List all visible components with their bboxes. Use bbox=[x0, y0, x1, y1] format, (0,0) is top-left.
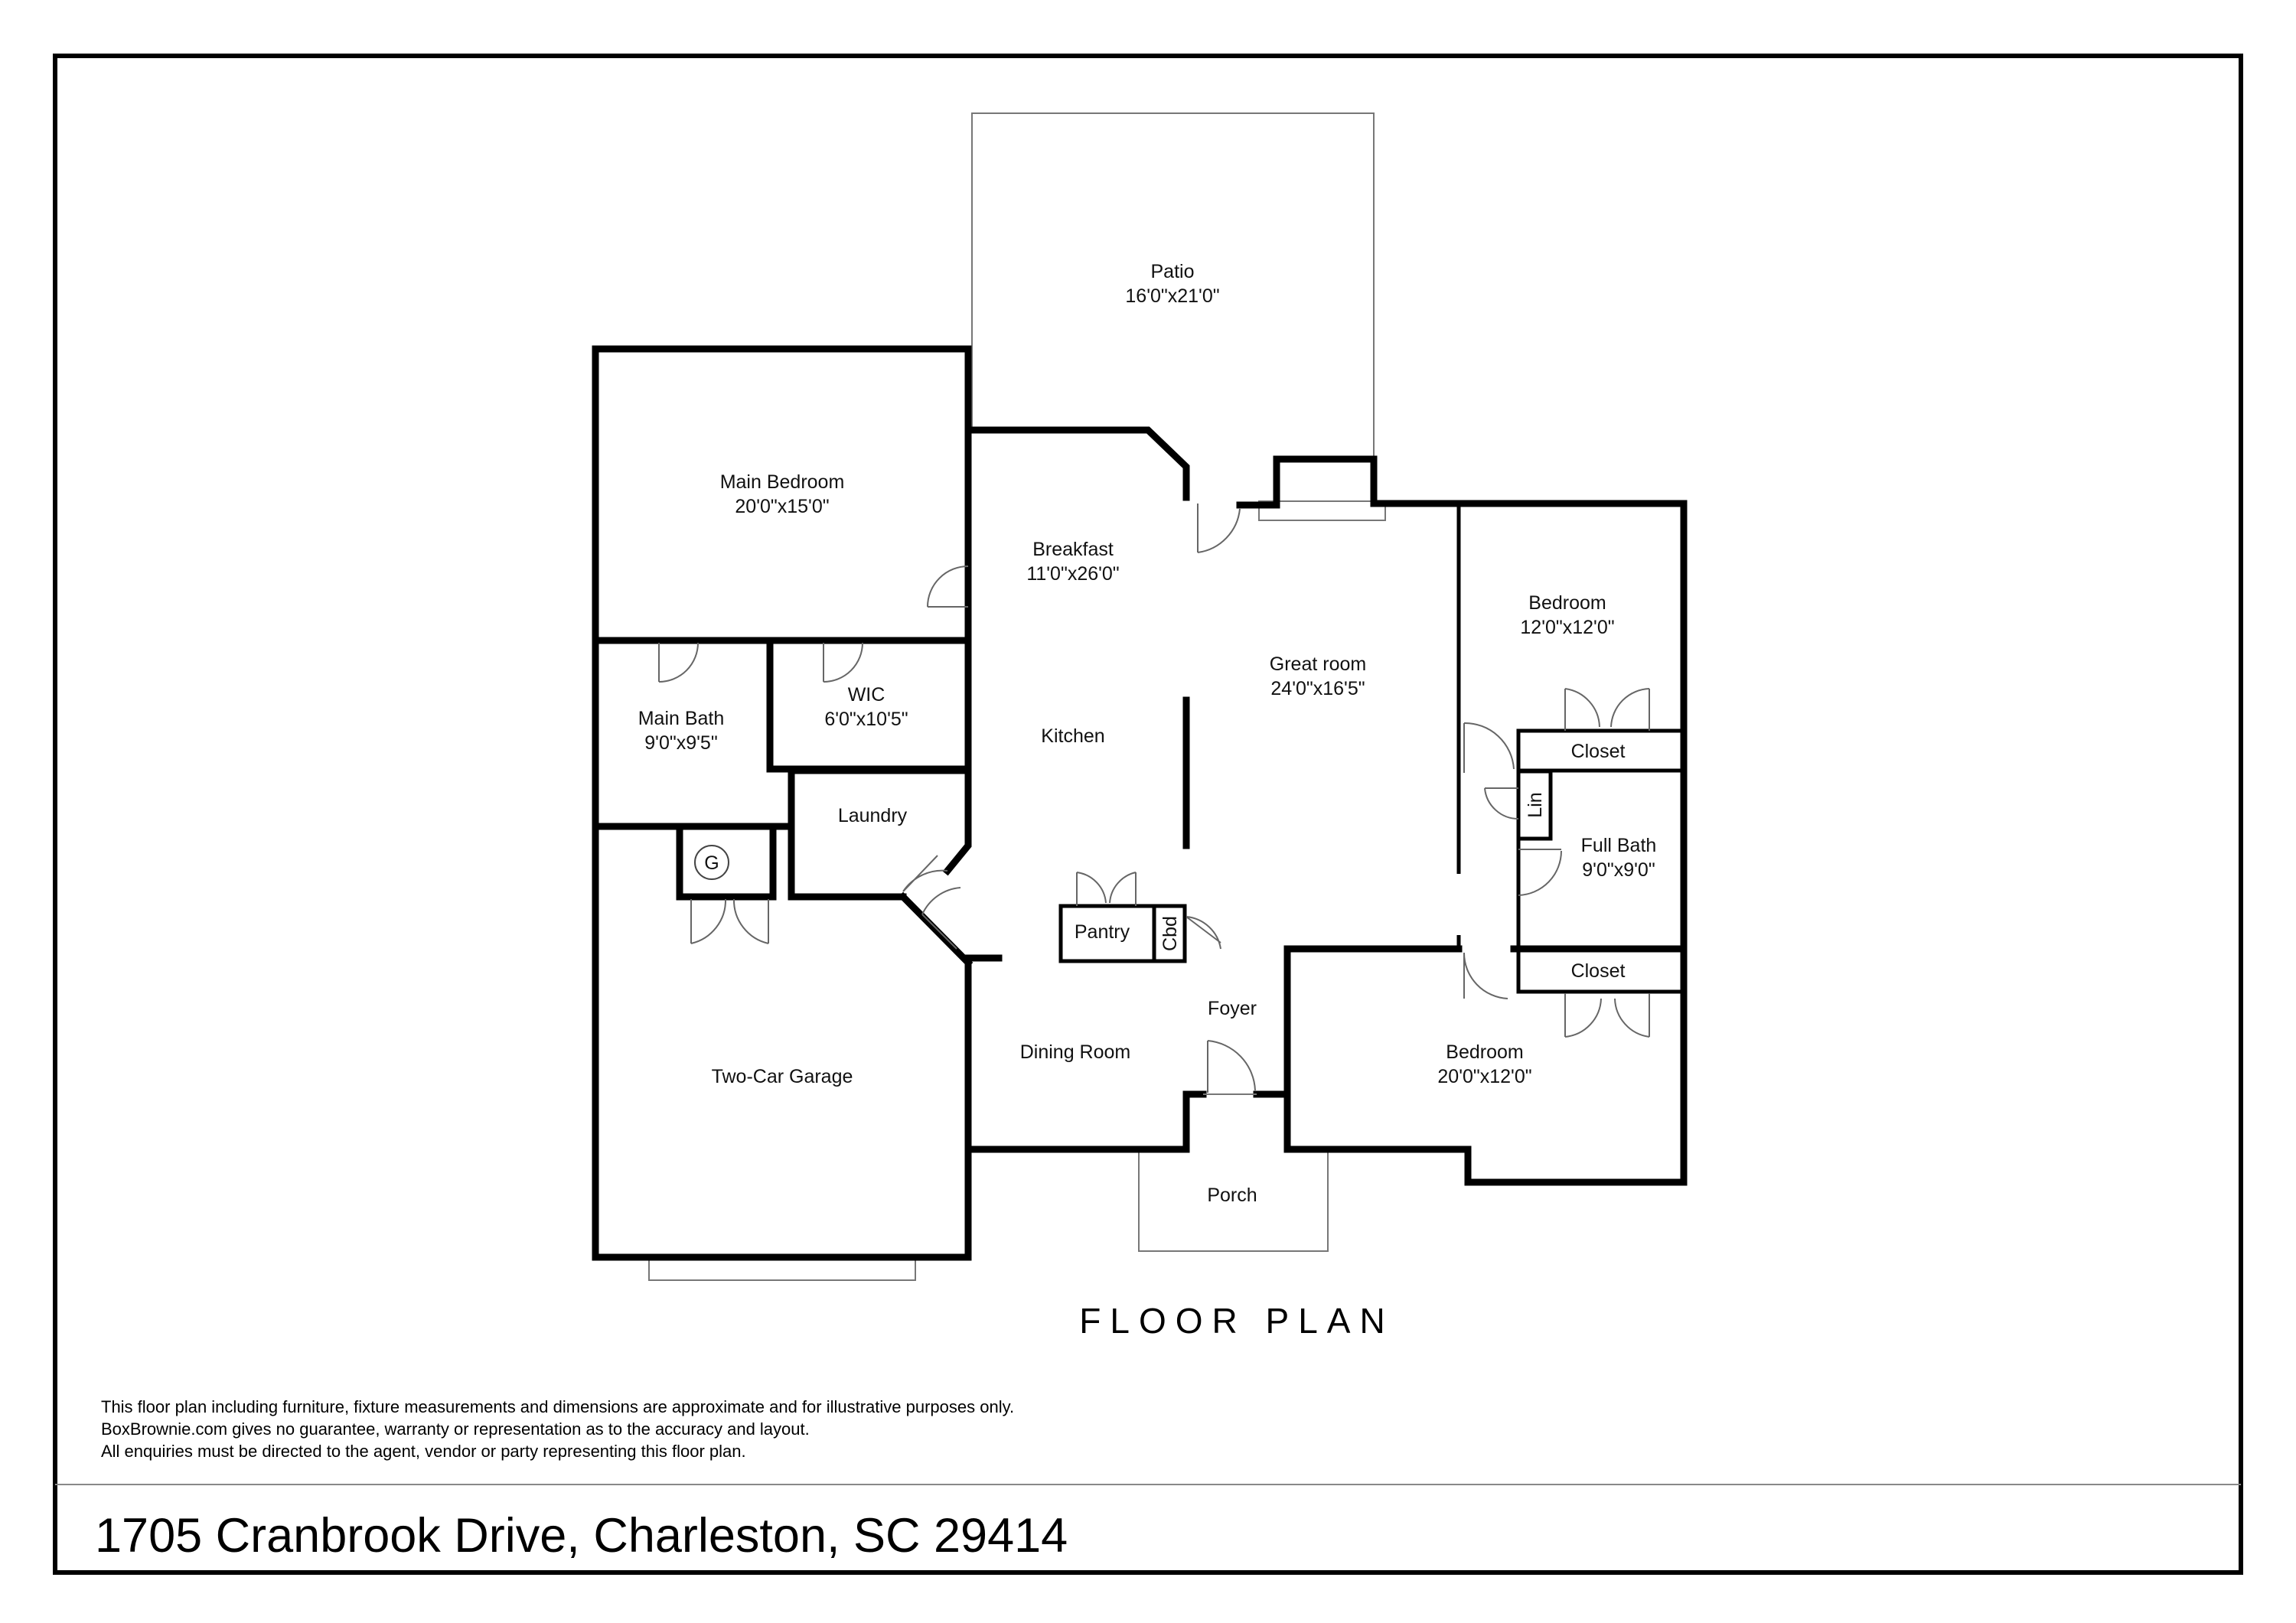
bedroom-2-walls bbox=[1283, 945, 1463, 1153]
cbd-walls bbox=[1152, 904, 1187, 963]
laundry-label: Laundry bbox=[838, 805, 908, 826]
dining-south-wall bbox=[964, 1094, 1190, 1153]
garage-diagonal-wall bbox=[898, 891, 974, 968]
water-heater-symbol bbox=[694, 845, 729, 880]
garage-walls bbox=[592, 823, 972, 1261]
pantry-label: Pantry bbox=[1075, 921, 1130, 943]
patio-outline bbox=[971, 112, 1375, 459]
main-bedroom-dims: 20'0"x15'0" bbox=[735, 496, 829, 517]
wic-dims: 6'0"x10'5" bbox=[824, 709, 908, 730]
porch-outline bbox=[1138, 1149, 1329, 1252]
property-address: 1705 Cranbrook Drive, Charleston, SC 294… bbox=[95, 1509, 1068, 1563]
full-bath-dims: 9'0"x9'0" bbox=[1582, 859, 1655, 881]
bedroom-2-label: Bedroom bbox=[1446, 1041, 1523, 1063]
water-heater-label: G bbox=[704, 852, 719, 874]
closet-2-label: Closet bbox=[1571, 960, 1626, 982]
main-bedroom-label: Main Bedroom bbox=[720, 471, 845, 493]
water-heater-closet bbox=[676, 826, 777, 901]
breakfast-dims: 11'0"x26'0" bbox=[1026, 563, 1119, 585]
bedroom-1-label: Bedroom bbox=[1528, 592, 1606, 614]
patio-dims: 16'0"x21'0" bbox=[1125, 285, 1219, 307]
page-border bbox=[53, 54, 2243, 1575]
main-bath-label: Main Bath bbox=[638, 708, 725, 729]
great-room-label: Great room bbox=[1270, 653, 1366, 675]
lin-walls bbox=[1516, 769, 1553, 841]
closet-1-walls bbox=[1516, 728, 1686, 773]
garage-label: Two-Car Garage bbox=[712, 1066, 853, 1087]
kitchen-west-wall bbox=[942, 426, 972, 876]
wic-label: WIC bbox=[848, 684, 885, 706]
lin-label: Lin bbox=[1525, 792, 1546, 817]
porch-label: Porch bbox=[1207, 1185, 1257, 1206]
foyer-label: Foyer bbox=[1208, 998, 1257, 1019]
main-bath-dims: 9'0"x9'5" bbox=[644, 732, 717, 754]
full-bath-label: Full Bath bbox=[1581, 835, 1657, 856]
main-bedroom-walls bbox=[592, 345, 972, 645]
bedroom-1-dims: 12'0"x12'0" bbox=[1520, 617, 1614, 638]
patio-label: Patio bbox=[1151, 261, 1195, 282]
doors bbox=[658, 504, 1650, 1093]
breakfast-north-wall bbox=[964, 426, 1190, 501]
breakfast-label: Breakfast bbox=[1032, 539, 1114, 560]
plan-title: FLOOR PLAN bbox=[1079, 1301, 1394, 1341]
kitchen-label: Kitchen bbox=[1041, 725, 1104, 747]
bedroom-2-south-wall bbox=[1283, 1146, 1688, 1186]
bumpout-wall bbox=[1236, 455, 1378, 509]
dining-room-label: Dining Room bbox=[1020, 1041, 1131, 1063]
disclaimer-line-2: BoxBrownie.com gives no guarantee, warra… bbox=[101, 1419, 810, 1439]
patio-door-sill bbox=[1258, 500, 1386, 521]
closet-2-walls bbox=[1516, 947, 1686, 994]
cbd-label: Cbd bbox=[1159, 916, 1181, 951]
bedroom-2-dims: 20'0"x12'0" bbox=[1437, 1066, 1531, 1087]
great-room-dims: 24'0"x16'5" bbox=[1270, 678, 1365, 699]
disclaimer-line-3: All enquiries must be directed to the ag… bbox=[101, 1442, 746, 1461]
main-bath-walls bbox=[592, 637, 795, 830]
disclaimer-line-1: This floor plan including furniture, fix… bbox=[101, 1397, 1014, 1416]
closet-1-label: Closet bbox=[1571, 741, 1626, 762]
